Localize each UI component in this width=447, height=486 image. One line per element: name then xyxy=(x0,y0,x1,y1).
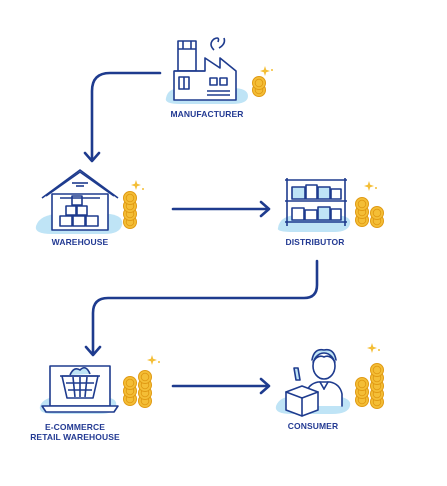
manufacturer-label: MANUFACTURER xyxy=(170,109,244,119)
manufacturer-coins xyxy=(252,76,266,97)
flow-arrows xyxy=(83,71,319,395)
arrowhead-warehouse xyxy=(83,151,101,163)
person-box-icon xyxy=(285,348,343,417)
laptop-basket-icon xyxy=(41,365,119,413)
ecommerce-coins xyxy=(123,370,152,408)
node-distributor xyxy=(277,178,384,232)
sparkle-icon xyxy=(147,355,160,365)
arrowhead-consumer xyxy=(259,377,271,395)
sparkle-icon xyxy=(260,66,273,76)
ecommerce-label-line2: RETAIL WAREHOUSE xyxy=(30,432,120,442)
distributor-label: DISTRIBUTOR xyxy=(285,237,345,247)
warehouse-coins xyxy=(123,191,137,229)
arrowhead-ecommerce xyxy=(84,345,102,357)
node-consumer xyxy=(275,343,384,417)
consumer-coins xyxy=(355,363,384,409)
ecommerce-label-line1: E-COMMERCE xyxy=(44,422,106,432)
arrowhead-distributor xyxy=(259,200,271,218)
sparkle-icon xyxy=(367,343,380,353)
sparkle-icon xyxy=(364,181,377,191)
node-ecommerce xyxy=(39,355,160,414)
warehouse-icon xyxy=(41,169,119,231)
shelving-icon xyxy=(285,178,347,226)
arrow-manufacturer-to-warehouse xyxy=(90,71,162,160)
sparkle-icon xyxy=(131,180,144,190)
warehouse-label: WAREHOUSE xyxy=(51,237,109,247)
factory-icon xyxy=(173,37,237,101)
distributor-coins xyxy=(355,197,384,228)
consumer-label: CONSUMER xyxy=(287,421,339,431)
node-manufacturer xyxy=(165,37,273,104)
node-warehouse xyxy=(35,169,144,234)
arrow-distributor-to-ecommerce xyxy=(91,259,319,354)
